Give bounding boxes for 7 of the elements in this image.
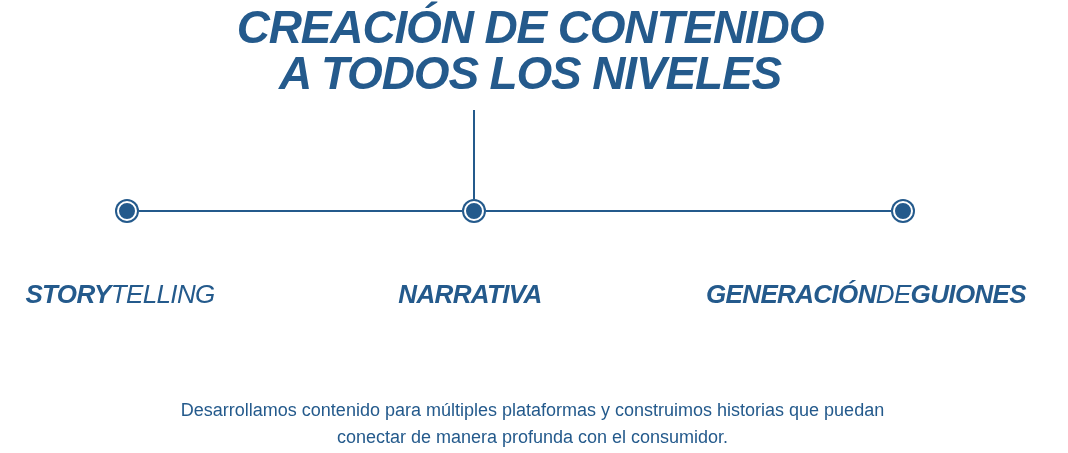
node-label: NARRATIVA: [397, 278, 543, 310]
description-text: Desarrollamos contenido para múltiples plataformas y construimos historias que puedan conectar de manera profunda con el consumidor.: [179, 399, 886, 449]
connector-line: [485, 210, 892, 212]
connector-line: [473, 109, 475, 200]
node-label: STORYTELLING: [24, 278, 216, 310]
connector-line: [138, 210, 463, 212]
node-label: GENERACIÓNDEGUIONES: [705, 278, 1027, 310]
